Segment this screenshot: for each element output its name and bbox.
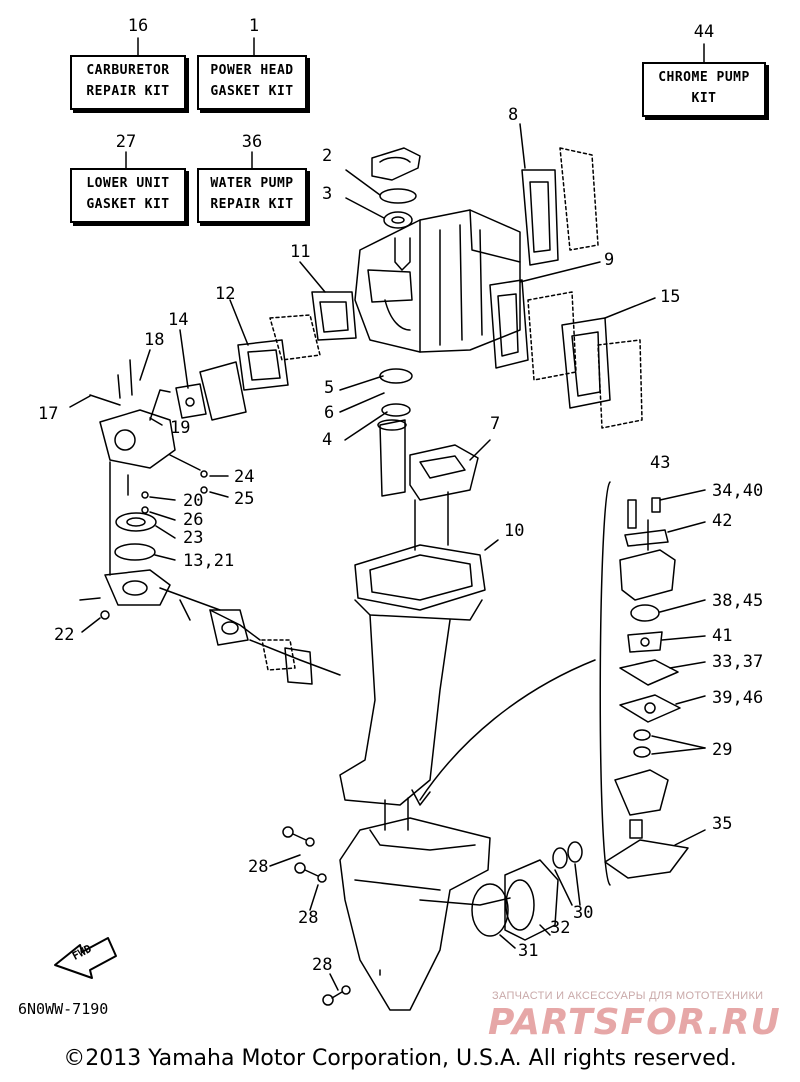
kit-label-line2: KIT — [691, 91, 717, 106]
callout-35: 35 — [712, 814, 733, 834]
callout-32: 32 — [550, 918, 571, 938]
callout-11: 11 — [290, 242, 311, 262]
callout-19: 19 — [170, 418, 191, 438]
callout-12: 12 — [215, 284, 236, 304]
kit-label-line2: GASKET KIT — [210, 84, 294, 99]
kit-label-line2: GASKET KIT — [86, 197, 170, 212]
kit-label-line1: WATER PUMP — [210, 176, 294, 191]
callout-41: 41 — [712, 626, 733, 646]
callout-28-b: 28 — [298, 908, 319, 928]
kit-box-chrome-pump[interactable]: CHROME PUMP KIT — [642, 62, 766, 117]
kit-number-carburetor: 16 — [127, 16, 149, 36]
kit-number-lower-unit: 27 — [115, 132, 137, 152]
callout-14: 14 — [168, 310, 189, 330]
kit-number-chrome-pump: 44 — [693, 22, 715, 42]
callout-13-21: 13,21 — [183, 551, 235, 571]
callout-33-37: 33,37 — [712, 652, 764, 672]
diagram-code: 6N0WW-7190 — [18, 1000, 109, 1018]
kit-number-power-head: 1 — [248, 16, 260, 36]
callout-20: 20 — [183, 491, 204, 511]
kit-box-carburetor[interactable]: CARBURETOR REPAIR KIT — [70, 55, 186, 110]
callout-39-46: 39,46 — [712, 688, 764, 708]
callout-18: 18 — [144, 330, 165, 350]
callout-30: 30 — [573, 903, 594, 923]
callout-23: 23 — [183, 528, 204, 548]
callout-26: 26 — [183, 510, 204, 530]
callout-31: 31 — [518, 941, 539, 961]
callout-29: 29 — [712, 740, 733, 760]
callout-42: 42 — [712, 511, 733, 531]
callout-28-a: 28 — [248, 857, 269, 877]
callout-24: 24 — [234, 467, 255, 487]
callout-22: 22 — [54, 625, 75, 645]
callout-10: 10 — [504, 521, 525, 541]
kit-label-line1: CARBURETOR — [86, 63, 170, 78]
callout-6: 6 — [324, 403, 335, 423]
watermark-tagline: ЗАПЧАСТИ И АКСЕССУАРЫ ДЛЯ МОТОТЕХНИКИ — [492, 990, 764, 1002]
kit-label-line1: CHROME PUMP — [658, 70, 750, 85]
kit-box-water-pump[interactable]: WATER PUMP REPAIR KIT — [197, 168, 307, 223]
callout-17: 17 — [38, 404, 59, 424]
callout-3: 3 — [322, 184, 333, 204]
callout-28-c: 28 — [312, 955, 333, 975]
kit-label-line2: REPAIR KIT — [210, 197, 294, 212]
callout-8: 8 — [508, 105, 519, 125]
kit-label-line1: POWER HEAD — [210, 63, 294, 78]
watermark-logo: PARTSFOR.RU — [488, 1002, 781, 1043]
kit-box-power-head[interactable]: POWER HEAD GASKET KIT — [197, 55, 307, 110]
callout-4: 4 — [322, 430, 333, 450]
callout-38-45: 38,45 — [712, 591, 764, 611]
callout-43: 43 — [650, 453, 671, 473]
callout-34-40: 34,40 — [712, 481, 764, 501]
callout-15: 15 — [660, 287, 681, 307]
callout-2: 2 — [322, 146, 333, 166]
callout-5: 5 — [324, 378, 335, 398]
power-head-block — [354, 147, 521, 353]
kit-box-lower-unit[interactable]: LOWER UNIT GASKET KIT — [70, 168, 186, 223]
callout-25: 25 — [234, 489, 255, 509]
kit-label-line2: REPAIR KIT — [86, 84, 170, 99]
callout-7: 7 — [490, 414, 501, 434]
lower-unit — [339, 817, 511, 1011]
callout-9: 9 — [604, 250, 615, 270]
kit-label-line1: LOWER UNIT — [86, 176, 170, 191]
kit-number-water-pump: 36 — [241, 132, 263, 152]
exploded-parts-diagram — [54, 37, 706, 1011]
carburetor — [89, 359, 201, 576]
copyright-notice: ©2013 Yamaha Motor Corporation, U.S.A. A… — [63, 1046, 737, 1071]
